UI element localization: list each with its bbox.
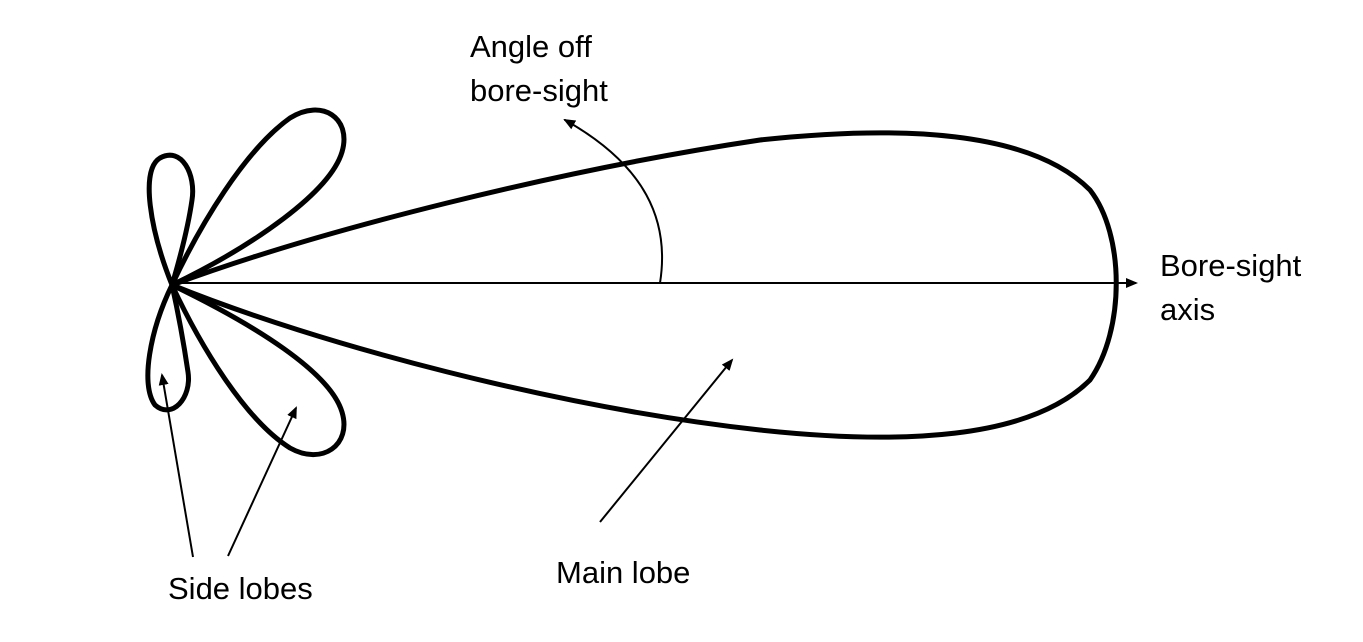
angle-off-bore-sight-label: Angle off bore-sight xyxy=(470,25,608,113)
angle-label-line-2: bore-sight xyxy=(470,73,608,108)
side-lobe-upper-large xyxy=(169,107,347,288)
side-lobe-upper-small xyxy=(146,152,196,288)
main-lobe-outline xyxy=(169,130,1119,440)
main-lobe-label: Main lobe xyxy=(556,555,691,590)
side-lobe-lower-large xyxy=(169,282,347,458)
angle-label-line-1: Angle off xyxy=(470,29,592,64)
main-lobe-pointer-arrow xyxy=(599,358,734,523)
side-lobe-pointer-arrow-right xyxy=(227,406,297,557)
side-lobe-lower-small xyxy=(145,282,191,413)
bore-sight-axis-label: Bore-sight axis xyxy=(1160,244,1301,332)
axis-label-line-2: axis xyxy=(1160,292,1216,327)
axis-label-line-1: Bore-sight xyxy=(1160,248,1302,283)
side-lobes-label: Side lobes xyxy=(168,571,313,606)
angle-arc-arrow xyxy=(563,119,664,284)
side-lobe-pointer-arrow-left xyxy=(158,373,194,558)
